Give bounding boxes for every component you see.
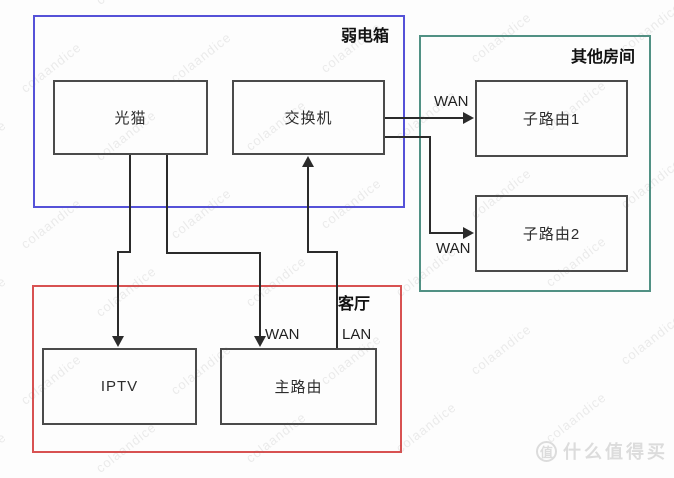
region-label-living-room: 客厅 [338, 296, 371, 313]
node-label-main-router: 主路由 [274, 379, 323, 396]
watermark-text: colaandice [0, 0, 9, 18]
smzdm-logo: 值 什么值得买 [536, 438, 668, 464]
watermark-text: colaandice [0, 117, 10, 174]
node-switch: 交换机 [232, 80, 385, 155]
watermark-text: colaandice [0, 429, 10, 478]
watermark-text: colaandice [618, 311, 674, 368]
edge-label-lan-main-router: LAN [342, 326, 372, 343]
node-sub-router-1: 子路由1 [475, 80, 628, 157]
watermark-text: colaandice [93, 0, 159, 8]
region-label-weak-current-box: 弱电箱 [341, 28, 390, 45]
node-label-sub-router-2: 子路由2 [522, 226, 581, 243]
node-label-sub-router-1: 子路由1 [522, 111, 581, 128]
watermark-text: colaandice [393, 399, 460, 456]
zhi-badge-icon: 值 [536, 440, 557, 462]
node-main-router: 主路由 [220, 348, 377, 425]
watermark-text: colaandice [468, 321, 535, 378]
edge-label-wan-sub-router-2: WAN [436, 240, 471, 257]
edge-label-wan-main-router: WAN [265, 326, 300, 343]
node-label-switch: 交换机 [284, 110, 333, 127]
node-label-iptv: IPTV [100, 378, 139, 395]
region-label-other-rooms: 其他房间 [571, 49, 636, 66]
node-label-optical-modem: 光猫 [114, 110, 147, 127]
watermark-text: colaandice [0, 273, 10, 330]
smzdm-logo-text: 什么值得买 [563, 442, 668, 462]
node-optical-modem: 光猫 [53, 80, 208, 155]
edge-label-wan-sub-router-1: WAN [434, 93, 469, 110]
node-sub-router-2: 子路由2 [475, 195, 628, 272]
node-iptv: IPTV [42, 348, 197, 425]
